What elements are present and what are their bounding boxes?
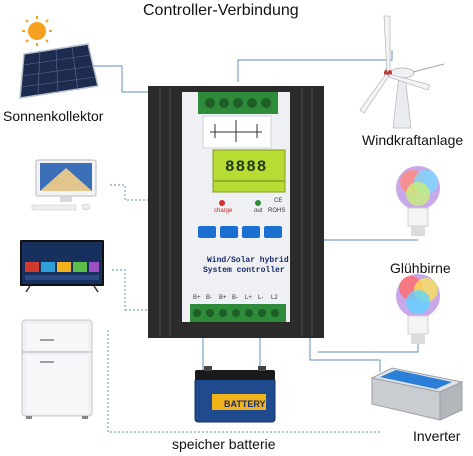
controller-title-line1: Wind/Solar hybrid [207, 256, 289, 265]
charge-led [219, 200, 225, 206]
rohs-mark: ROHS [268, 208, 286, 214]
controller-title-line2: System controller [203, 266, 285, 275]
refrigerator-icon [21, 319, 93, 419]
out-led-label: out [254, 208, 263, 214]
button-3 [242, 226, 260, 238]
light-bulb-label: Glühbirne [390, 260, 451, 276]
terminal-label: B- [232, 295, 238, 301]
wind-connection-line [237, 50, 393, 82]
out-led [255, 200, 261, 206]
terminal-label: L- [258, 295, 264, 301]
fridge-connection-line [107, 330, 380, 433]
light-bulb-icon-top [396, 166, 440, 236]
charge-controller [148, 86, 324, 338]
button-4 [264, 226, 282, 238]
inverter-label: Inverter [413, 428, 461, 444]
terminal-label: B+ [193, 295, 201, 301]
terminal-label: B+ [219, 295, 227, 301]
bulb-bottom-connection-line [318, 330, 419, 353]
inverter-line [309, 330, 381, 372]
button-1 [198, 226, 216, 238]
light-bulb-icon-bottom [396, 274, 440, 344]
solar-panel-icon [19, 43, 99, 99]
ce-mark: CE [274, 198, 283, 204]
terminal-label: L+ [245, 295, 252, 301]
control-buttons [198, 226, 282, 238]
sun-icon [22, 16, 52, 46]
battery-brand-text: BATTERY [224, 399, 266, 409]
tv-icon [20, 240, 104, 293]
lcd-display [212, 149, 286, 193]
lcd-digits: 8888 [225, 158, 268, 176]
computer-icon [31, 159, 97, 211]
diagram-title: Controller-Verbindung [143, 2, 299, 19]
charge-led-label: charge [214, 208, 233, 214]
battery-icon [194, 366, 276, 423]
wind-turbine-label: Windkraftanlage [362, 132, 464, 148]
wind-turbine-icon [359, 15, 445, 129]
button-2 [220, 226, 238, 238]
tv-connection-line [112, 269, 126, 310]
inverter-icon [370, 367, 464, 421]
terminal-label: B- [206, 295, 212, 301]
terminal-label: L2 [271, 295, 278, 301]
battery-label: speicher batterie [172, 436, 276, 452]
solar-panel-label: Sonnenkollektor [3, 108, 104, 124]
